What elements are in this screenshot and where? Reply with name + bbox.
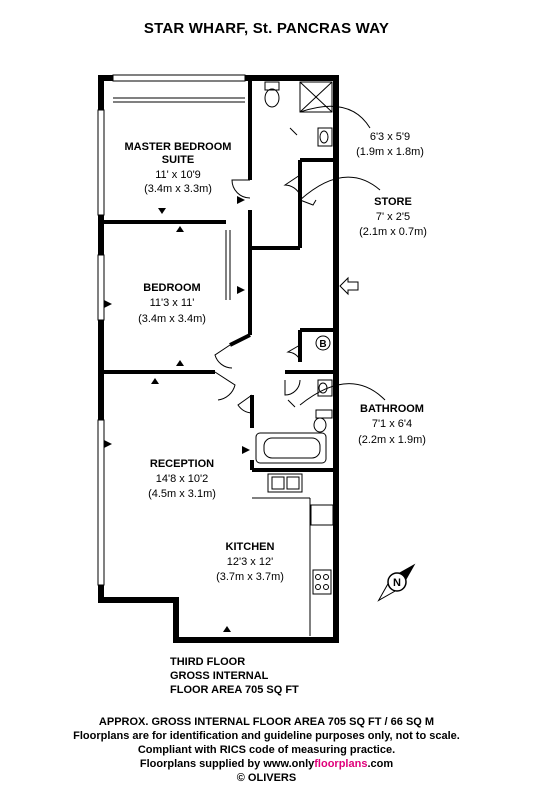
room-store: STORE 7' x 2'5 (2.1m x 0.7m) — [359, 196, 427, 238]
floor-info: THIRD FLOOR GROSS INTERNAL FLOOR AREA 70… — [170, 655, 299, 697]
ensuite-size-m: (1.9m x 1.8m) — [356, 146, 424, 158]
kitchen-size-ft: 12'3 x 12' — [227, 556, 273, 568]
master-bedroom-name-2: SUITE — [162, 154, 194, 166]
bathroom-basin — [317, 379, 333, 397]
kitchen-name: KITCHEN — [226, 541, 275, 553]
bathroom-size-m: (2.2m x 1.9m) — [358, 434, 426, 446]
bathroom-size-ft: 7'1 x 6'4 — [372, 418, 412, 430]
footer-supplier-suffix: .com — [367, 758, 394, 770]
hob — [312, 569, 332, 595]
reception-name: RECEPTION — [150, 458, 214, 470]
store-size-ft: 7' x 2'5 — [376, 211, 410, 223]
footer-supplier: Floorplans supplied by www.onlyfloorplan… — [0, 757, 533, 771]
markers — [104, 196, 250, 632]
ensuite-size-ft: 6'3 x 5'9 — [370, 131, 410, 143]
footer-supplier-prefix: Floorplans supplied by www.only — [139, 758, 315, 770]
reception-size-m: (4.5m x 3.1m) — [148, 488, 216, 500]
kitchen-size-m: (3.7m x 3.7m) — [216, 571, 284, 583]
kitchen-fixtures — [252, 473, 334, 636]
footer-copyright: © OLIVERS — [236, 772, 297, 784]
bedroom-name: BEDROOM — [143, 282, 200, 294]
footer-supplier-brand: floorplans — [314, 758, 368, 770]
footer-disclaimer: APPROX. GROSS INTERNAL FLOOR AREA 705 SQ… — [0, 715, 533, 785]
bath — [255, 432, 327, 464]
leader-lines — [299, 105, 386, 406]
entrance-arrow-icon — [339, 276, 359, 296]
room-ensuite: 6'3 x 5'9 (1.9m x 1.8m) — [356, 131, 424, 158]
page-title: STAR WHARF, St. PANCRAS WAY — [143, 20, 390, 37]
store-size-m: (2.1m x 0.7m) — [359, 226, 427, 238]
compass-label: N — [393, 577, 401, 589]
ensuite-fixtures — [264, 81, 333, 147]
floor-info-line-2: GROSS INTERNAL — [170, 670, 269, 682]
doors — [214, 174, 317, 414]
toilet — [264, 81, 280, 91]
bedroom-size-m: (3.4m x 3.4m) — [138, 313, 206, 325]
shower-tray — [299, 81, 333, 113]
master-bedroom-name-1: MASTER BEDROOM — [125, 141, 232, 153]
windows — [97, 74, 246, 586]
bedroom-size-ft: 11'3 x 11' — [150, 297, 195, 309]
store-name: STORE — [374, 196, 412, 208]
floor-info-line-3: FLOOR AREA 705 SQ FT — [170, 684, 299, 696]
inner-walls — [101, 78, 336, 472]
room-master-bedroom: MASTER BEDROOM SUITE 11' x 10'9 (3.4m x … — [125, 141, 232, 195]
ensuite-basin — [317, 127, 333, 147]
floor-info-line-1: THIRD FLOOR — [170, 656, 246, 668]
room-bedroom: BEDROOM 11'3 x 11' (3.4m x 3.4m) — [138, 282, 206, 325]
footer-area: APPROX. GROSS INTERNAL FLOOR AREA 705 SQ… — [98, 716, 435, 728]
outer-walls — [98, 75, 339, 643]
master-bedroom-size-ft: 11' x 10'9 — [155, 169, 201, 181]
room-kitchen: KITCHEN 12'3 x 12' (3.7m x 3.7m) — [216, 541, 284, 583]
bathroom-toilet — [315, 409, 333, 419]
north-compass-icon: N — [377, 563, 416, 602]
room-bathroom: BATHROOM 7'1 x 6'4 (2.2m x 1.9m) — [358, 403, 426, 446]
wardrobe-master — [113, 97, 245, 300]
footer-guideline: Floorplans are for identification and gu… — [73, 730, 460, 742]
master-bedroom-size-m: (3.4m x 3.3m) — [144, 183, 212, 195]
room-reception: RECEPTION 14'8 x 10'2 (4.5m x 3.1m) — [148, 458, 216, 500]
kitchen-sink — [267, 473, 303, 493]
footer-rics: Compliant with RICS code of measuring pr… — [137, 744, 396, 756]
reception-size-ft: 14'8 x 10'2 — [156, 473, 209, 485]
boiler-label: B — [319, 339, 326, 350]
bathroom-name: BATHROOM — [360, 403, 424, 415]
boiler-icon: B — [315, 335, 331, 351]
